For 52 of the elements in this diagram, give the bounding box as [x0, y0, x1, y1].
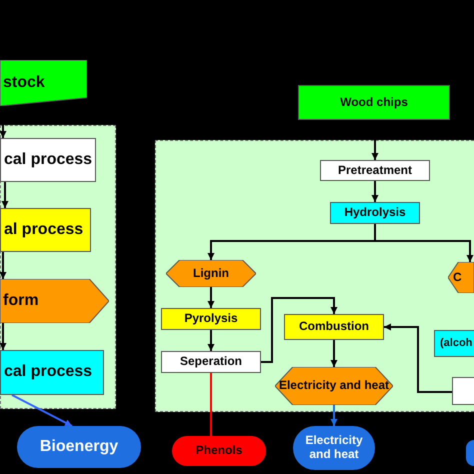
node-label: al process — [4, 220, 84, 240]
output-pill — [293, 426, 375, 470]
panel-background — [155, 140, 474, 412]
arrow — [0, 252, 6, 279]
process-box — [0, 350, 104, 395]
node-label: Wood chips — [340, 96, 408, 110]
product-arrow-box — [0, 279, 109, 323]
arrow — [261, 297, 338, 363]
node-label: Phenols — [196, 444, 242, 458]
arrow — [208, 287, 214, 308]
node-label: Electricity and heat — [278, 379, 390, 393]
node-label: Lignin — [193, 266, 229, 280]
process-box — [452, 377, 474, 405]
node-label: cal process — [4, 150, 92, 170]
arrow — [330, 340, 338, 367]
process-box — [161, 308, 261, 330]
process-box — [161, 351, 261, 373]
arrow — [12, 394, 72, 427]
product-hexagon — [448, 262, 474, 293]
process-box — [0, 138, 96, 182]
node-label: cal process — [4, 363, 92, 382]
node-label: stock — [3, 74, 45, 92]
process-box — [330, 202, 420, 224]
arrow — [0, 323, 6, 350]
node-label: Pretreatment — [338, 164, 412, 178]
output-pill — [466, 440, 474, 466]
process-box — [434, 330, 474, 357]
product-hexagon — [166, 260, 256, 287]
node-label: Seperation — [180, 355, 242, 369]
arrow — [384, 324, 452, 393]
input-box — [298, 85, 450, 120]
process-box — [284, 314, 384, 340]
node-label: C — [453, 270, 462, 284]
node-label: Bioenergy — [40, 438, 118, 456]
arrow — [2, 182, 8, 208]
arrow — [330, 405, 338, 426]
panel-background — [0, 125, 116, 409]
process-box — [320, 160, 430, 181]
arrow — [208, 330, 214, 351]
node-label: Electricity and heat — [304, 434, 364, 462]
node-label: (alcoh — [440, 337, 472, 350]
output-pill — [172, 436, 266, 466]
arrow — [374, 224, 474, 262]
node-label: Hydrolysis — [344, 206, 406, 220]
output-pill — [17, 426, 141, 468]
node-label: form — [3, 292, 39, 310]
input-box — [0, 60, 87, 106]
node-label: Pyrolysis — [184, 312, 238, 326]
arrow — [372, 181, 378, 202]
process-box — [0, 208, 91, 252]
node-label: Combustion — [299, 320, 369, 334]
product-hexagon — [275, 367, 393, 405]
